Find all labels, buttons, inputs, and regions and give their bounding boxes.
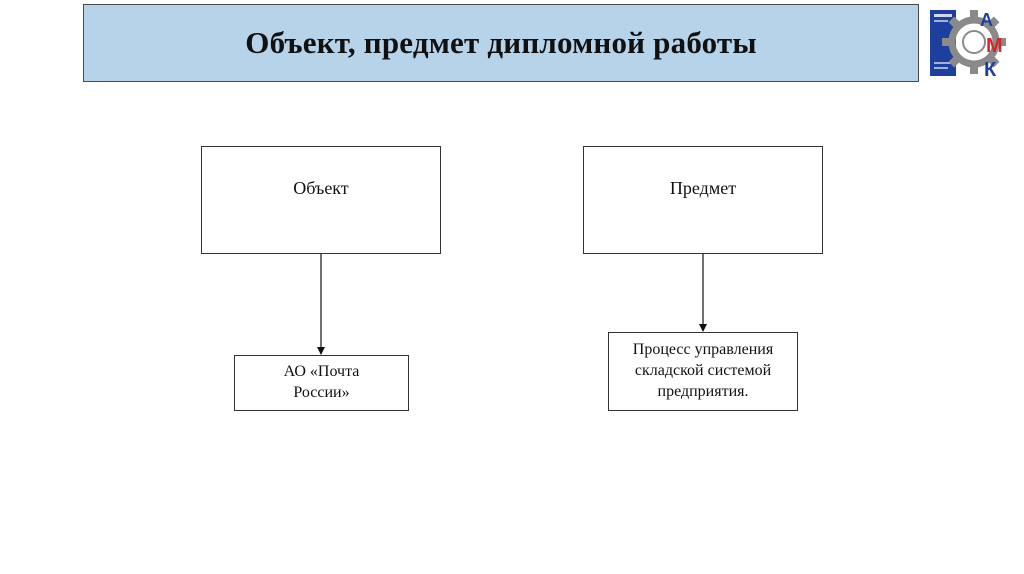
amk-logo-icon: А М К — [926, 4, 1024, 82]
slide-title: Объект, предмет дипломной работы — [245, 25, 757, 60]
node-subject-value-label: Процесс управления складской системой пр… — [632, 341, 774, 400]
node-object-value: АО «Почта России» — [234, 355, 409, 411]
svg-text:А: А — [980, 10, 993, 30]
node-object-value-label: АО «Почта России» — [283, 363, 360, 401]
gear-icon — [942, 10, 1006, 74]
logo-letters: А М К — [980, 10, 1003, 81]
node-subject: Предмет — [583, 146, 823, 254]
node-object: Объект — [201, 146, 441, 254]
node-subject-value: Процесс управления складской системой пр… — [608, 332, 798, 411]
node-subject-label: Предмет — [669, 177, 737, 198]
svg-text:М: М — [986, 35, 1003, 57]
svg-text:К: К — [984, 59, 997, 81]
title-bar: Объект, предмет дипломной работы — [83, 4, 919, 82]
node-object-label: Объект — [293, 177, 349, 198]
